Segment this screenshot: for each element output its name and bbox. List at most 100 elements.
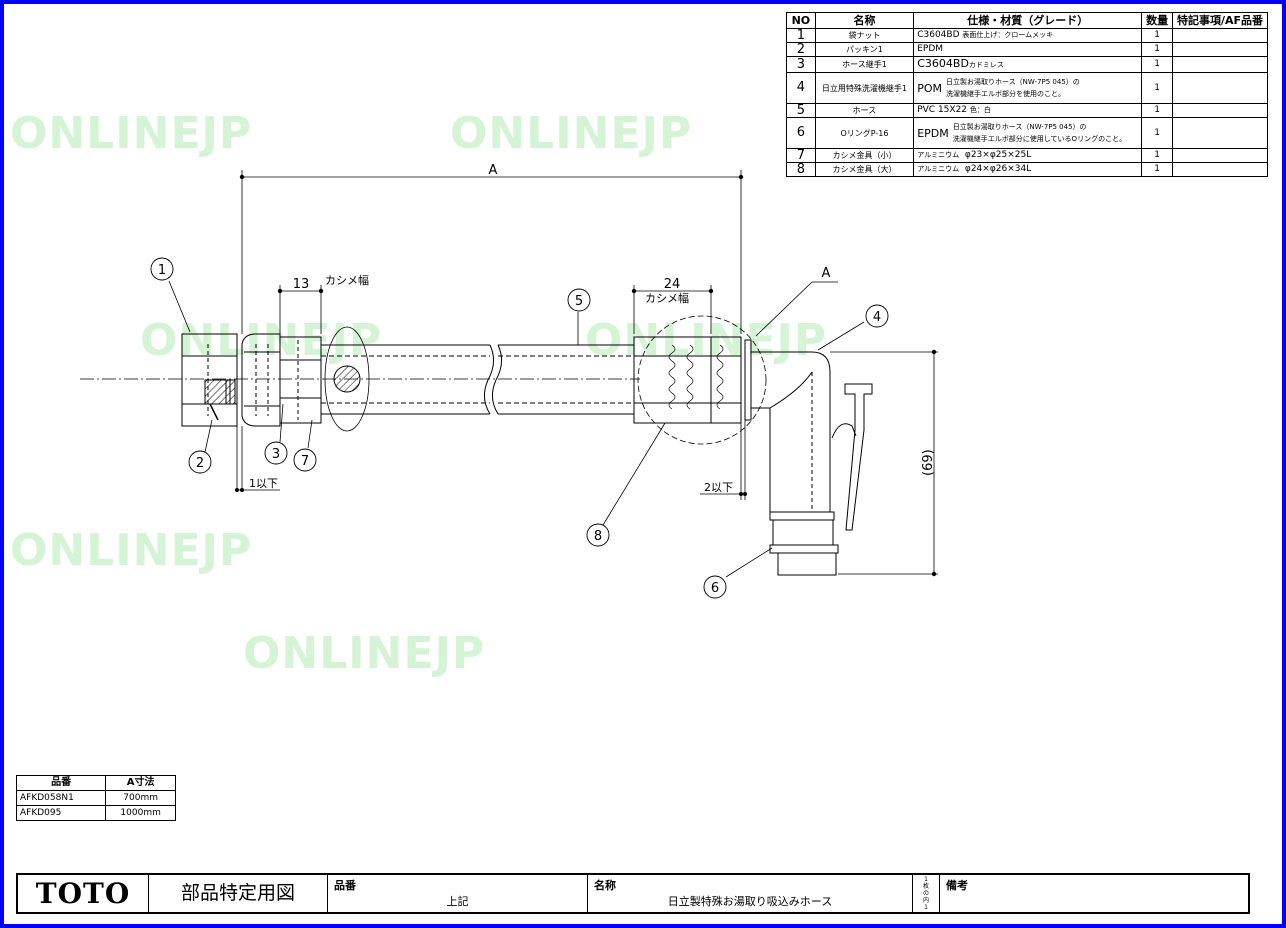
- part-spec: PVC 15X22 色：白: [913, 103, 1143, 118]
- name-value: 日立製特殊お湯取り吸込みホース: [667, 895, 833, 908]
- part-no: 7: [786, 148, 816, 163]
- part-qty: 1: [1141, 56, 1174, 73]
- part-remarks: [1172, 72, 1268, 104]
- part-qty: 1: [1141, 162, 1174, 177]
- table-row: 2 パッキン1 EPDM 1: [786, 42, 1268, 57]
- part-name: ホース継手1: [814, 56, 915, 73]
- part-spec: EPDM 日立製お湯取りホース（NW-7P5 045）の洗濯機継手エルボ部分に使…: [913, 117, 1143, 149]
- balloon-8-label: 8: [594, 529, 602, 544]
- crimp-width-small-label: カシメ幅: [325, 274, 369, 287]
- balloon-5: [567, 288, 591, 312]
- sheet-count: 1 枚 の 内 1: [913, 875, 940, 912]
- part-name: OリングP-16: [814, 117, 915, 149]
- part-name: 日立用特殊洗濯機継手1: [814, 72, 915, 104]
- watermark: ONLINEJP: [585, 315, 828, 366]
- header-part-code: 品番: [15, 775, 107, 791]
- hose-body: [321, 344, 634, 415]
- dimension-1-max: [236, 426, 280, 492]
- part-remarks: [1172, 162, 1268, 177]
- balloon-4-label: 4: [873, 310, 881, 325]
- part-code: AFKD095: [15, 805, 107, 821]
- parts-table: NO 名称 仕様・材質（グレード） 数量 特記事項/AF品番 1 袋ナット C3…: [786, 12, 1268, 177]
- dimension-13: [279, 285, 322, 334]
- section-view: [324, 326, 370, 432]
- part-qty: 1: [1141, 28, 1174, 43]
- parts-table-header: NO 名称 仕様・材質（グレード） 数量 特記事項/AF品番: [786, 12, 1268, 29]
- part-name: 袋ナット: [814, 28, 915, 43]
- part-name: ホース: [814, 103, 915, 118]
- table-row: 4 日立用特殊洗濯機継手1 POM 日立製お湯取りホース（NW-7P5 045）…: [786, 72, 1268, 104]
- part-no: 6: [786, 117, 816, 149]
- detail-a-label: A: [822, 266, 831, 281]
- table-row: 6 OリングP-16 EPDM 日立製お湯取りホース（NW-7P5 045）の洗…: [786, 117, 1268, 149]
- part-qty: 1: [1141, 103, 1174, 118]
- large-crimp-fitting: [633, 336, 742, 424]
- balloon-6-label: 6: [711, 581, 719, 596]
- balloon-7-label: 7: [301, 454, 309, 469]
- part-spec: POM 日立製お湯取りホース（NW-7P5 045）の洗濯機継手エルボ部分を使用…: [913, 72, 1143, 104]
- detail-circle: [637, 315, 767, 445]
- part-qty: 1: [1141, 148, 1174, 163]
- part-spec: アルミニウム φ23×φ25×25L: [913, 148, 1143, 163]
- part-no: 2: [786, 42, 816, 57]
- a-size: 1000mm: [105, 805, 176, 821]
- watermark: ONLINEJP: [140, 315, 383, 366]
- part-remarks: [1172, 148, 1268, 163]
- table-row: 5 ホース PVC 15X22 色：白 1: [786, 103, 1268, 118]
- remarks-cell: 備考: [940, 875, 1248, 912]
- balloon-8: [586, 523, 610, 547]
- balloon-1: [150, 257, 174, 281]
- part-no: 1: [786, 28, 816, 43]
- a-size: 700mm: [105, 790, 176, 806]
- balloon-5-label: 5: [575, 294, 583, 309]
- dimension-69: [830, 351, 938, 575]
- part-no: 5: [786, 103, 816, 118]
- dim-69-label: (69): [921, 449, 936, 476]
- part-remarks: [1172, 103, 1268, 118]
- part-number-label: 品番: [334, 879, 356, 892]
- name-cell: 名称 日立製特殊お湯取り吸込みホース: [588, 875, 913, 912]
- part-remarks: [1172, 42, 1268, 57]
- title-block: TOTO 部品特定用図 品番 上記 名称 日立製特殊お湯取り吸込みホース 1 枚…: [16, 873, 1250, 914]
- part-remarks: [1172, 56, 1268, 73]
- dim-13-label: 13: [293, 277, 310, 292]
- balloon-7: [293, 448, 317, 472]
- part-spec: C3604BD 表面仕上げ：クロームメッキ: [913, 28, 1143, 43]
- header-a-size: A寸法: [105, 775, 176, 791]
- detail-a-leader: [755, 281, 838, 337]
- part-number-value: 上記: [446, 895, 469, 908]
- table-row: AFKD095 1000mm: [15, 805, 176, 821]
- part-code: AFKD058N1: [15, 790, 107, 806]
- dimension-dots: [235, 174, 937, 577]
- dim-a-label: A: [489, 163, 498, 178]
- part-qty: 1: [1141, 117, 1174, 149]
- dimension-2-max: [700, 420, 746, 500]
- balloon-4: [865, 304, 889, 328]
- part-number-cell: 品番 上記: [328, 875, 588, 912]
- watermark: ONLINEJP: [243, 628, 486, 679]
- part-spec: EPDM: [913, 42, 1143, 57]
- watermark: ONLINEJP: [10, 525, 253, 576]
- table-row: 7 カシメ金具（小） アルミニウム φ23×φ25×25L 1: [786, 148, 1268, 163]
- small-crimp-fitting: [279, 336, 322, 424]
- table-row: AFKD058N1 700mm: [15, 790, 176, 806]
- header-qty: 数量: [1141, 12, 1174, 29]
- flange: [744, 339, 752, 421]
- part-remarks: [1172, 28, 1268, 43]
- max-1-label: 1以下: [249, 477, 278, 490]
- hose-fitting: [241, 333, 281, 427]
- remarks-label: 備考: [946, 879, 968, 892]
- header-name: 名称: [814, 12, 915, 29]
- max-2-label: 2以下: [704, 481, 733, 494]
- part-spec: C3604BDカドミレス: [913, 56, 1143, 73]
- balloon-2: [188, 450, 212, 474]
- balloon-3: [264, 441, 288, 465]
- table-row: 8 カシメ金具（大） アルミニウム φ24×φ26×34L 1: [786, 162, 1268, 177]
- part-name: カシメ金具（小）: [814, 148, 915, 163]
- part-no: 3: [786, 56, 816, 73]
- part-no: 4: [786, 72, 816, 104]
- crimp-width-large-label: カシメ幅: [645, 292, 689, 305]
- elbow-fitting: [751, 351, 873, 576]
- part-name: パッキン1: [814, 42, 915, 57]
